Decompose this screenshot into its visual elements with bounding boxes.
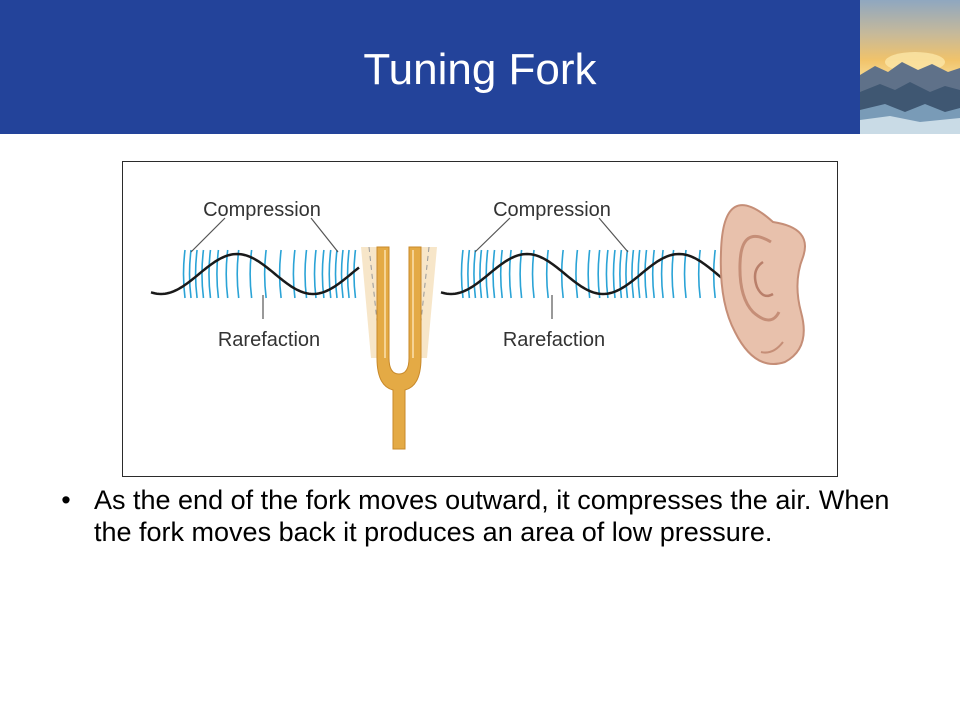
- compression-line: [697, 249, 701, 299]
- compression-label-left: Compression: [203, 199, 321, 221]
- wave-curve-right: [440, 252, 764, 296]
- rarefaction-label-left: Rarefaction: [218, 329, 320, 351]
- compression-line: [625, 249, 629, 299]
- compression-line: [292, 249, 296, 299]
- compression-line: [328, 249, 332, 299]
- compression-line: [346, 249, 350, 299]
- compression-line: [225, 249, 229, 299]
- compression-line: [637, 249, 641, 299]
- compression-line: [619, 249, 623, 299]
- tuning-fork-diagram: Compression Compression Rarefaction Rare…: [122, 161, 838, 477]
- compression-line: [182, 249, 186, 299]
- compression-line: [683, 249, 687, 299]
- compression-line: [560, 249, 564, 299]
- compression-line: [712, 249, 716, 299]
- compression-line: [631, 249, 635, 299]
- bullet-list: • As the end of the fork moves outward, …: [56, 484, 916, 548]
- compression-line: [216, 249, 220, 299]
- compression-line: [249, 249, 253, 299]
- compression-line: [492, 249, 496, 299]
- bullet-text: As the end of the fork moves outward, it…: [94, 485, 890, 547]
- diagram-canvas: Compression Compression Rarefaction Rare…: [150, 199, 806, 450]
- compression-line: [201, 249, 205, 299]
- compression-line: [304, 249, 308, 299]
- compression-line: [313, 249, 317, 299]
- mountain-sunset-photo: [860, 0, 960, 134]
- compression-line: [545, 249, 549, 299]
- bullet-item: • As the end of the fork moves outward, …: [56, 484, 916, 548]
- compression-line: [485, 249, 489, 299]
- compression-line: [460, 249, 464, 299]
- compression-line: [531, 249, 535, 299]
- compression-line: [612, 249, 616, 299]
- compression-line: [473, 249, 477, 299]
- wave-curve-left: [150, 252, 360, 296]
- compression-line: [263, 249, 267, 299]
- compression-line: [353, 249, 357, 299]
- compression-line: [321, 249, 325, 299]
- compression-line: [236, 249, 240, 299]
- compression-line: [194, 249, 198, 299]
- compression-line: [467, 249, 471, 299]
- sound-wave-icon: [182, 249, 357, 299]
- sound-wave-lines-right: [460, 249, 768, 299]
- compression-line: [597, 249, 601, 299]
- bullet-symbol: •: [61, 485, 71, 515]
- compression-label-right: Compression: [493, 199, 611, 221]
- compression-line: [644, 249, 648, 299]
- compression-line: [208, 249, 212, 299]
- compression-line: [651, 249, 655, 299]
- compression-line: [278, 249, 282, 299]
- compression-line: [519, 249, 523, 299]
- rarefaction-label-right: Rarefaction: [503, 329, 605, 351]
- compression-line: [671, 249, 675, 299]
- mountain-sunset-image: [860, 0, 960, 134]
- compression-line: [575, 249, 579, 299]
- compression-line: [340, 249, 344, 299]
- compression-line: [479, 249, 483, 299]
- compression-line: [508, 249, 512, 299]
- compression-line: [605, 249, 609, 299]
- compression-line: [660, 249, 664, 299]
- label-leaders: [190, 217, 629, 319]
- compression-line: [587, 249, 591, 299]
- ear-icon: [719, 204, 806, 365]
- compression-line: [334, 249, 338, 299]
- title-bar: [0, 0, 860, 134]
- compression-line: [499, 249, 503, 299]
- tuning-fork-icon: [361, 246, 437, 450]
- slide-title: Tuning Fork: [363, 45, 597, 94]
- compression-line: [188, 249, 192, 299]
